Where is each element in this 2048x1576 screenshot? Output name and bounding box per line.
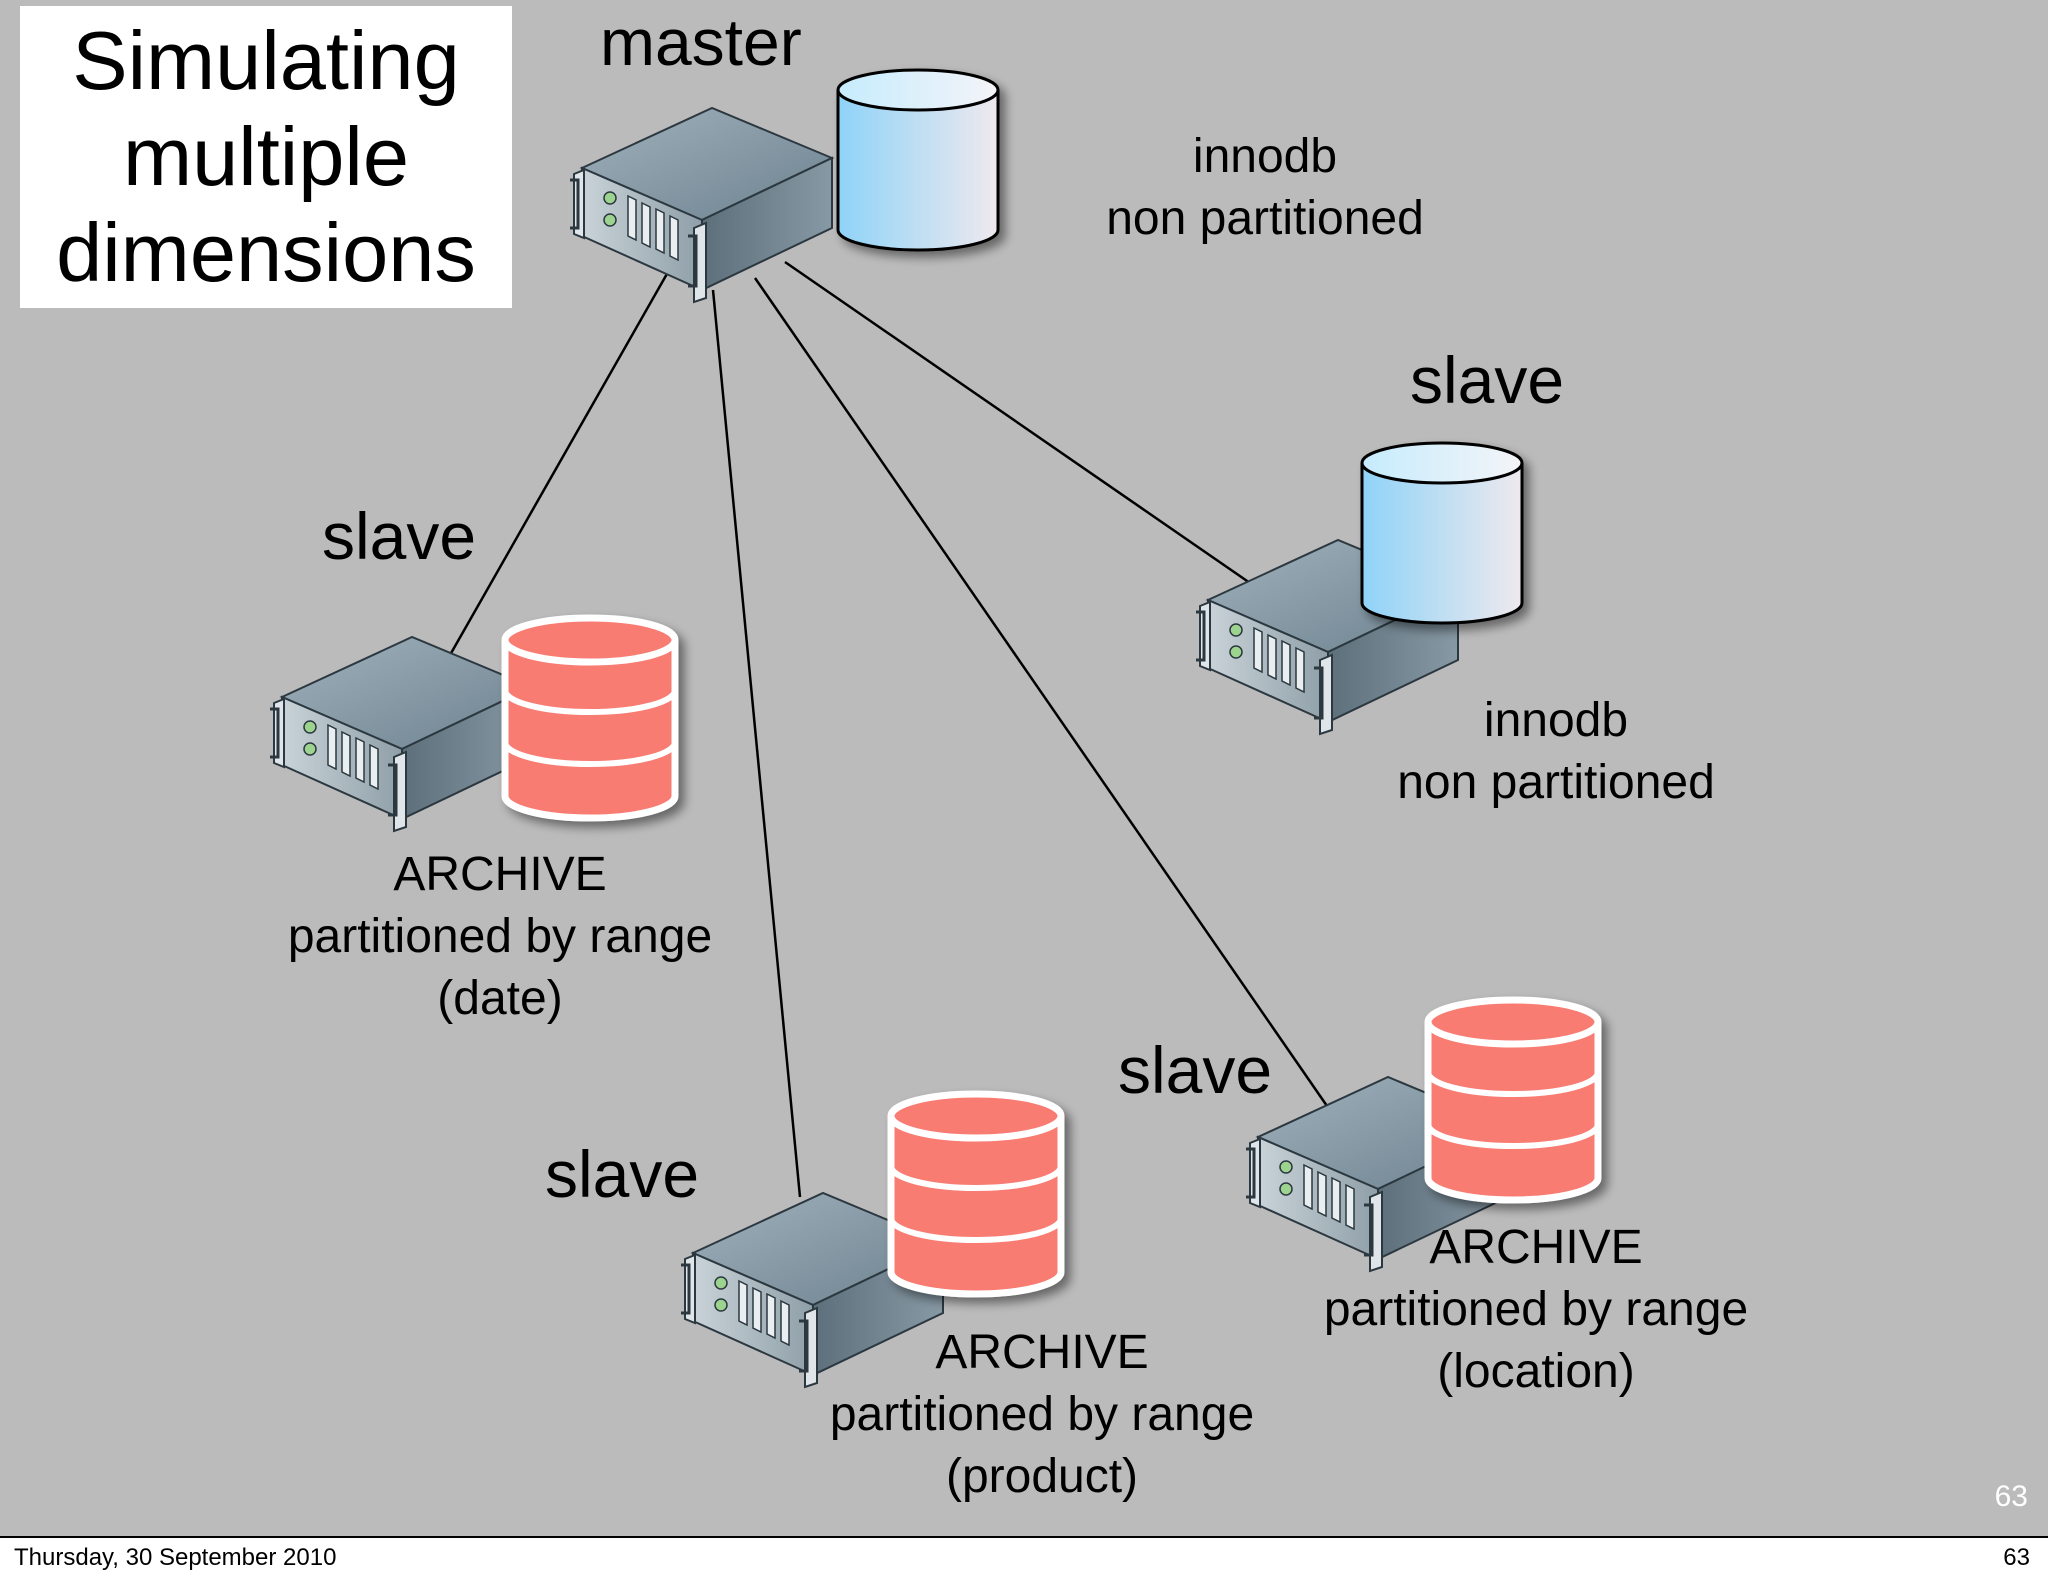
footer-date: Thursday, 30 September 2010 xyxy=(14,1544,337,1571)
slave-product-key: (product) xyxy=(945,1450,1139,1503)
slave-product-role-label: slave xyxy=(545,1137,700,1211)
master-note: non partitioned xyxy=(1106,192,1424,245)
slave-innodb-database-cylinder-icon xyxy=(1360,441,1524,625)
slave-innodb-role-label: slave xyxy=(1410,343,1565,417)
print-footer: Thursday, 30 September 2010 63 xyxy=(0,1536,2048,1576)
slave-product-note: partitioned by range xyxy=(829,1388,1255,1441)
master-server-icon xyxy=(568,106,834,304)
slave-innodb-note: non partitioned xyxy=(1397,756,1715,809)
slave-date-database-stack-icon xyxy=(505,618,675,818)
slave-location-engine-label: ARCHIVE partitioned by range (location) xyxy=(1296,1217,1776,1403)
link-master-slave-product xyxy=(711,289,802,1198)
slide-number: 63 xyxy=(1994,1480,2028,1513)
slave-location-key: (location) xyxy=(1437,1345,1635,1398)
slave-date-note: partitioned by range xyxy=(287,910,713,963)
slide-title: Simulating multiple dimensions xyxy=(56,14,476,299)
slave-location-note: partitioned by range xyxy=(1323,1283,1749,1336)
link-master-slave-date xyxy=(448,264,674,656)
slave-date-key: (date) xyxy=(437,972,563,1025)
footer-page-number: 63 xyxy=(2003,1544,2030,1571)
slave-product-engine-label: ARCHIVE partitioned by range (product) xyxy=(802,1322,1282,1508)
slide: Simulating multiple dimensions master in… xyxy=(0,0,2048,1536)
slave-product-engine: ARCHIVE xyxy=(935,1326,1149,1379)
replication-diagram xyxy=(268,68,2048,1389)
slave-innodb-engine: innodb xyxy=(1483,694,1629,747)
slave-location-engine: ARCHIVE xyxy=(1429,1221,1643,1274)
slave-product-database-stack-icon xyxy=(891,1094,1061,1294)
slave-location-role-label: slave xyxy=(1118,1033,1273,1107)
slave-date-role-label: slave xyxy=(322,499,477,573)
master-role-label: master xyxy=(600,5,802,79)
master-engine-label: innodb non partitioned xyxy=(1095,126,1435,250)
slave-date-engine-label: ARCHIVE partitioned by range (date) xyxy=(260,844,740,1030)
link-master-slave-innodb xyxy=(784,260,1251,585)
link-master-slave-location xyxy=(753,277,1329,1107)
slave-innodb-engine-label: innodb non partitioned xyxy=(1386,690,1726,814)
master-database-cylinder-icon xyxy=(836,68,1000,252)
master-engine: innodb xyxy=(1192,130,1338,183)
slave-date-engine: ARCHIVE xyxy=(393,848,607,901)
title-box: Simulating multiple dimensions xyxy=(20,6,512,308)
slave-location-database-stack-icon xyxy=(1428,1000,1598,1200)
slave-date-server-icon xyxy=(268,635,534,833)
